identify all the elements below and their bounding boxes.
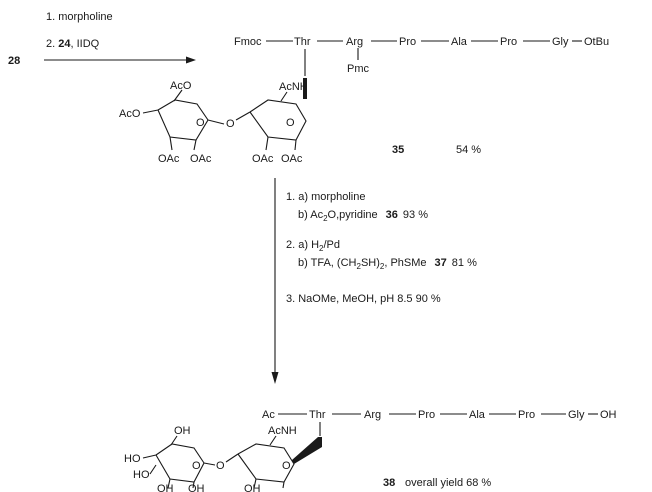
peptide1-arg: Arg [346,36,363,48]
sugar1-oac-4: OAc [281,153,303,165]
sugar2-glycosidic-o: O [216,460,225,472]
sugar1-acnh: AcNH [279,81,308,93]
product1-yield: 54 % [456,144,481,156]
peptide1-thr: Thr [294,36,311,48]
sugar2-ho-left-2: HO [133,469,150,481]
reaction-arrow-2 [271,178,279,384]
start-compound-number: 28 [8,55,20,67]
sugar2-oh-top: OH [174,425,191,437]
product2-overall-yield: overall yield 68 % [405,477,491,489]
sugar2-oh-bottom-3: OH [244,483,261,492]
peptide1-otbu: OtBu [584,36,609,48]
product2-number: 38 [383,477,395,489]
peptide2-pro-1: Pro [418,409,435,421]
peptide2-thr: Thr [309,409,326,421]
condition-1a: 1. a) morpholine [286,191,366,203]
sugar1-glycosidic-o: O [226,118,235,130]
step1-reagent-2: 2. 24, IIDQ [46,38,100,50]
peptide2-oh: OH [600,409,617,421]
peptide2-gly: Gly [568,409,585,421]
condition-2a: 2. a) H2/Pd [286,239,340,253]
sugar1-ring-o-1: O [196,117,205,129]
product1-number: 35 [392,144,404,156]
peptide2-ac: Ac [262,409,275,421]
peptide2-pro-2: Pro [518,409,535,421]
peptide1-gly: Gly [552,36,569,48]
peptide-chain-2: Ac Thr Arg Pro Ala Pro Gly OH [262,409,617,436]
peptide1-ala: Ala [451,36,468,48]
peptide-chain-1: Fmoc Thr Arg Pro Ala Pro Gly OtBu Pmc [234,36,609,76]
sugar1-aco-left: AcO [119,108,141,120]
sugar2-oh-bottom-2: OH [188,483,205,492]
sugar2-ring-o-2: O [282,460,291,472]
peptide1-pro-1: Pro [399,36,416,48]
sugar2-acnh: AcNH [268,425,297,437]
sugar1-oac-2: OAc [190,153,212,165]
disaccharide-1: AcO AcO O OAc OAc O AcNH O OAc OAc [119,78,308,165]
sugar1-ring-o-2: O [286,117,295,129]
sugar1-oac-1: OAc [158,153,180,165]
sugar2-oh-bottom-1: OH [157,483,174,492]
sugar1-aco-top: AcO [170,80,192,92]
peptide2-arg: Arg [364,409,381,421]
sugar1-oac-3: OAc [252,153,274,165]
pmc-protecting-group: Pmc [347,63,370,75]
condition-3: 3. NaOMe, MeOH, pH 8.5 90 % [286,293,441,305]
disaccharide-2: OH HO HO O OH OH O AcNH O OH [124,425,322,492]
step1-reagent-1: 1. morpholine [46,11,113,23]
peptide1-pro-2: Pro [500,36,517,48]
sugar2-ho-left-1: HO [124,453,141,465]
peptide1-fmoc: Fmoc [234,36,262,48]
peptide2-ala: Ala [469,409,486,421]
reaction-arrow-1 [44,56,196,64]
sugar2-ring-o-1: O [192,460,201,472]
